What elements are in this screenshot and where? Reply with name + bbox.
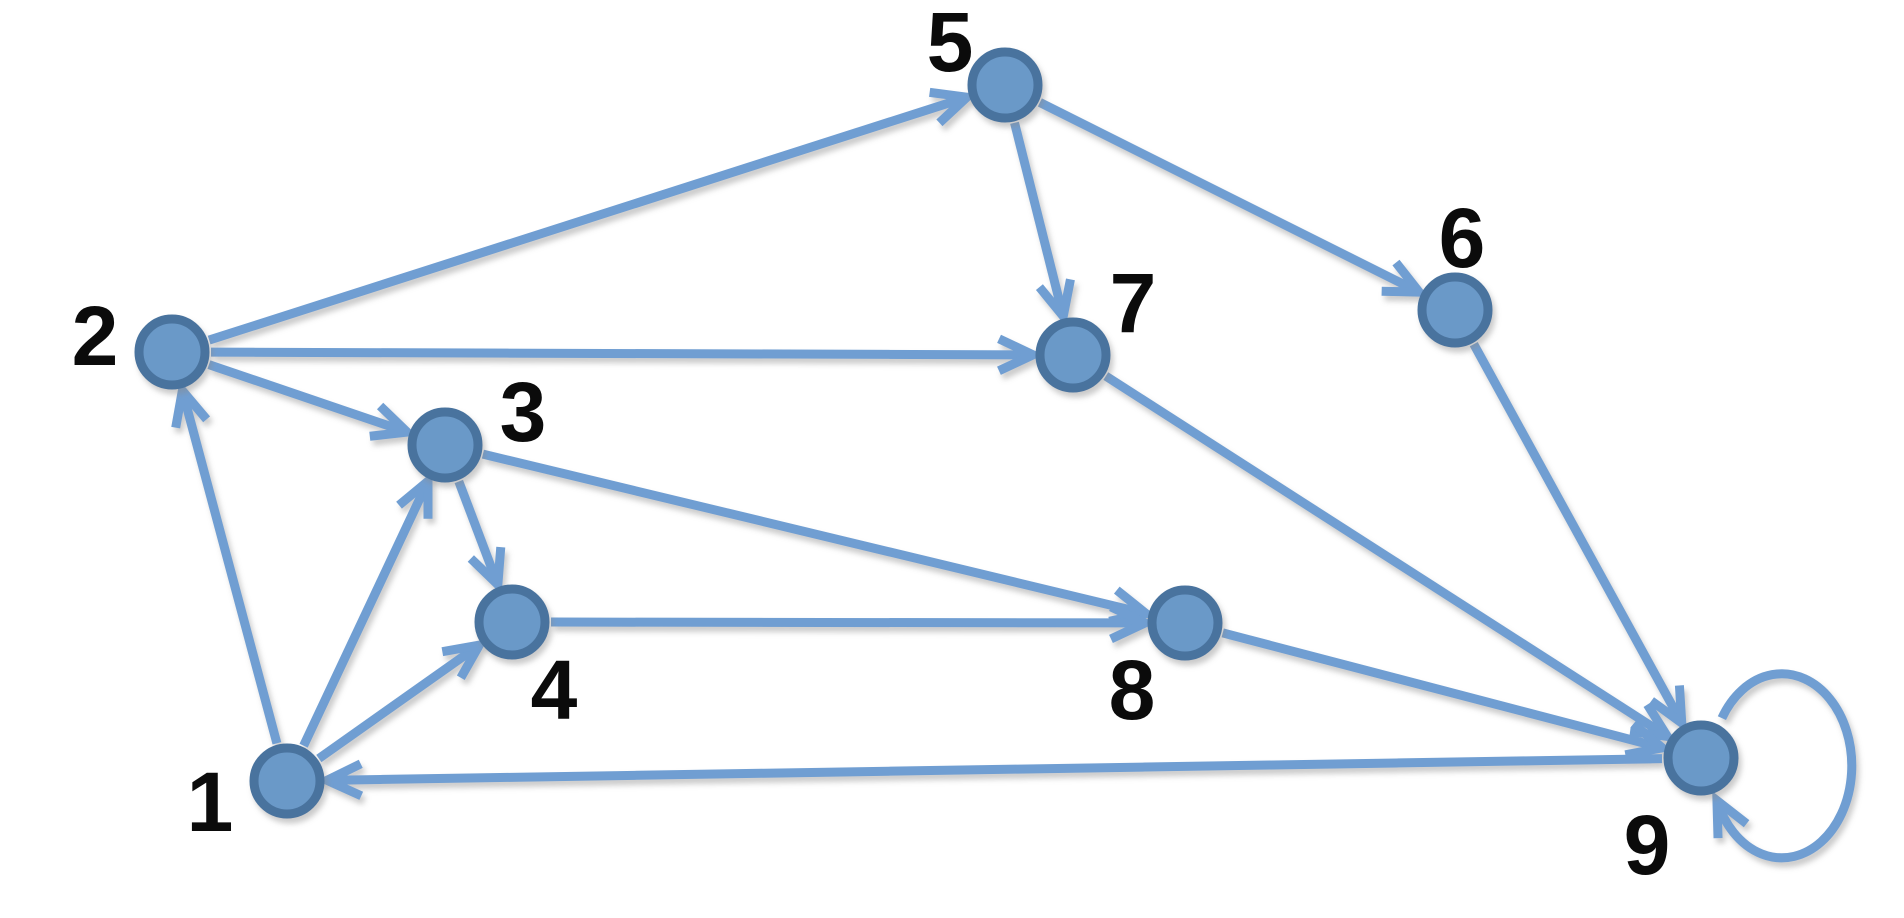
arrowhead: [467, 546, 506, 595]
edge-1-2: [171, 380, 282, 745]
node-label-9: 9: [1624, 798, 1671, 892]
edge-line: [332, 754, 1663, 785]
edges-layer: [171, 87, 1857, 863]
edge-2-5: [207, 87, 977, 345]
labels-layer: 1 2 3 4 5 6 7 8 9: [72, 0, 1671, 892]
edge-line: [1103, 372, 1665, 737]
node-label-8: 8: [1109, 643, 1156, 737]
arrowhead: [997, 334, 1044, 375]
edge-5-7: [1010, 121, 1075, 327]
arrowhead: [1109, 602, 1156, 643]
arrowhead: [441, 638, 488, 680]
graph-node-4: [474, 584, 550, 660]
arrowhead: [171, 380, 211, 429]
edge-3-4: [454, 479, 506, 595]
edge-line: [299, 484, 430, 748]
edge-line: [207, 360, 403, 435]
arrowhead: [1035, 278, 1075, 327]
arrowhead: [1381, 259, 1429, 297]
edge-line: [210, 347, 1028, 360]
self-loop-path: [1712, 669, 1857, 863]
edge-9-9: [1712, 669, 1857, 863]
edge-3-8: [481, 449, 1157, 626]
edge-line: [1010, 121, 1067, 312]
edge-9-1: [316, 754, 1663, 800]
node-label-7: 7: [1110, 256, 1157, 350]
edge-line: [207, 94, 963, 345]
node-label-3: 3: [500, 365, 547, 459]
graph-node-9: [1663, 720, 1739, 796]
arrowhead: [1624, 720, 1673, 760]
edge-line: [316, 644, 478, 763]
edge-2-3: [207, 360, 418, 441]
edge-4-8: [550, 602, 1156, 643]
edge-line: [1037, 98, 1416, 294]
arrowhead: [369, 402, 418, 441]
edge-line: [550, 617, 1140, 628]
edge-line: [454, 479, 500, 581]
node-label-2: 2: [72, 289, 119, 383]
edge-line: [481, 449, 1142, 617]
graph-node-3: [407, 407, 483, 483]
node-label-1: 1: [187, 755, 234, 849]
arrowhead: [929, 87, 977, 127]
edge-5-6: [1037, 98, 1429, 297]
graph-node-7: [1035, 317, 1111, 393]
arrowhead: [1712, 791, 1750, 839]
edge-line: [1469, 342, 1683, 720]
arrowhead: [316, 759, 364, 800]
node-label-5: 5: [927, 0, 974, 89]
nodes-layer: [134, 47, 1739, 819]
graph-node-8: [1147, 585, 1223, 661]
graph-node-1: [249, 743, 325, 819]
edge-6-9: [1469, 342, 1687, 733]
edge-8-9: [1221, 628, 1673, 760]
edge-7-9: [1103, 372, 1677, 743]
node-label-6: 6: [1439, 191, 1486, 285]
edge-line: [179, 395, 282, 745]
edge-2-7: [210, 334, 1044, 375]
arrowhead: [396, 471, 433, 519]
edge-1-4: [316, 638, 488, 763]
edge-1-3: [299, 471, 433, 748]
arrowhead: [1648, 685, 1687, 733]
graph-node-2: [134, 314, 210, 390]
graph-node-6: [1417, 272, 1493, 348]
edge-line: [1221, 628, 1658, 751]
node-label-4: 4: [531, 643, 578, 737]
graph-node-5: [967, 47, 1043, 123]
